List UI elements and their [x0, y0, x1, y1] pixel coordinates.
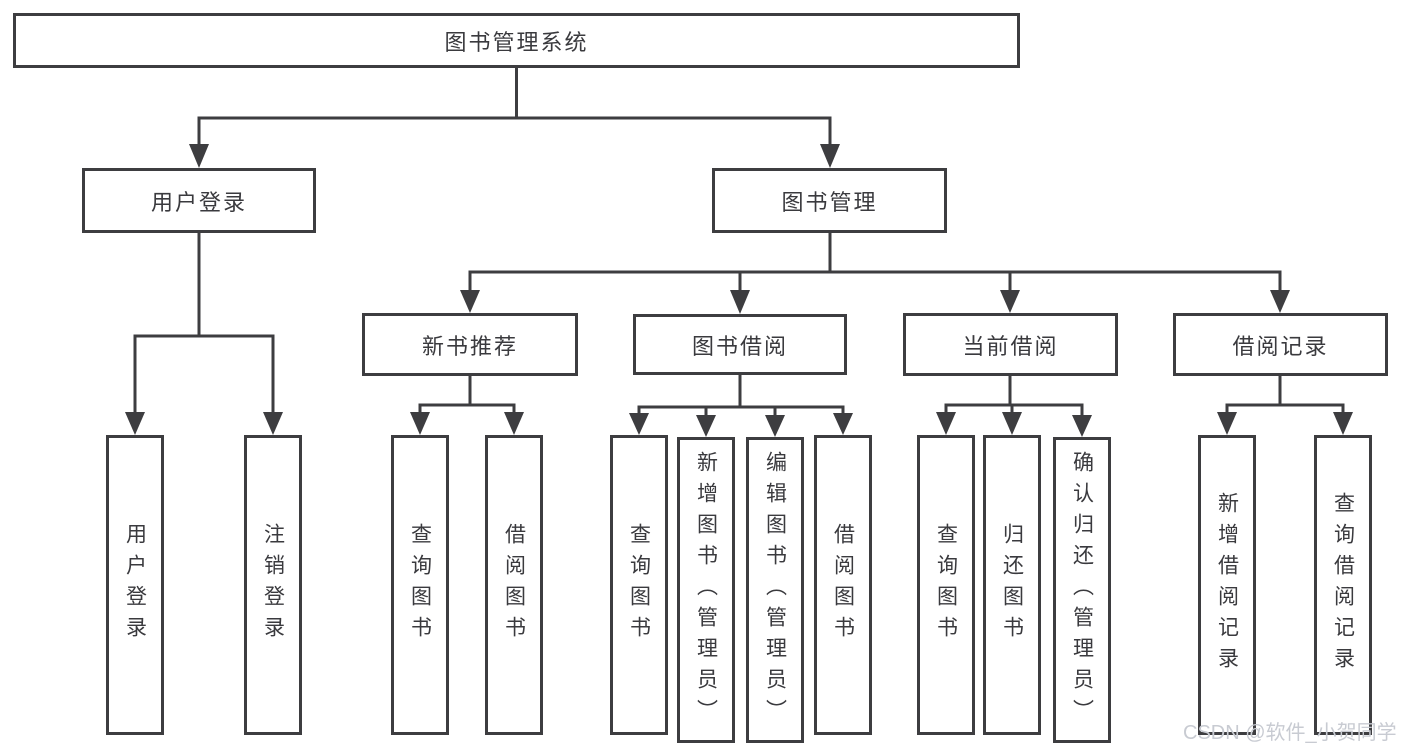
node-query-books-current: 查询图书 [917, 435, 975, 735]
node-query-books-borrowing: 查询图书 [610, 435, 668, 735]
node-query-borrow-record: 查询借阅记录 [1314, 435, 1372, 735]
node-label: 借阅图书 [502, 523, 526, 647]
node-logout: 注销登录 [244, 435, 302, 735]
node-confirm-return-admin: 确认归还（管理员） [1053, 437, 1111, 743]
node-return-books: 归还图书 [983, 435, 1041, 735]
node-label: 归还图书 [1000, 523, 1024, 647]
arrowheads [125, 144, 1353, 437]
node-book-management: 图书管理 [712, 168, 947, 233]
node-library-system: 图书管理系统 [13, 13, 1020, 68]
node-new-book-recommendation: 新书推荐 [362, 313, 578, 376]
node-label: 确认归还（管理员） [1070, 450, 1094, 730]
node-borrowing-records: 借阅记录 [1173, 313, 1388, 376]
node-label: 借阅图书 [831, 523, 855, 647]
node-label: 用户登录 [123, 523, 147, 647]
node-label: 查询图书 [408, 523, 432, 647]
node-borrow-books-recommend: 借阅图书 [485, 435, 543, 735]
node-query-books-recommend: 查询图书 [391, 435, 449, 735]
node-label: 查询图书 [627, 523, 651, 647]
node-borrow-books-borrowing: 借阅图书 [814, 435, 872, 735]
node-label: 新增图书（管理员） [694, 450, 718, 730]
node-user-login-branch: 用户登录 [82, 168, 316, 233]
node-label: 新增借阅记录 [1215, 492, 1239, 678]
node-label: 编辑图书（管理员） [763, 450, 787, 730]
node-label: 查询图书 [934, 523, 958, 647]
node-add-borrow-record: 新增借阅记录 [1198, 435, 1256, 735]
node-current-borrowing: 当前借阅 [903, 313, 1118, 376]
node-edit-books-admin: 编辑图书（管理员） [746, 437, 804, 743]
node-add-books-admin: 新增图书（管理员） [677, 437, 735, 743]
node-user-login-leaf: 用户登录 [106, 435, 164, 735]
node-label: 查询借阅记录 [1331, 492, 1355, 678]
csdn-watermark: CSDN @软件_小贺同学 [1183, 722, 1397, 744]
node-book-borrowing: 图书借阅 [633, 314, 847, 375]
node-label: 注销登录 [261, 523, 285, 647]
